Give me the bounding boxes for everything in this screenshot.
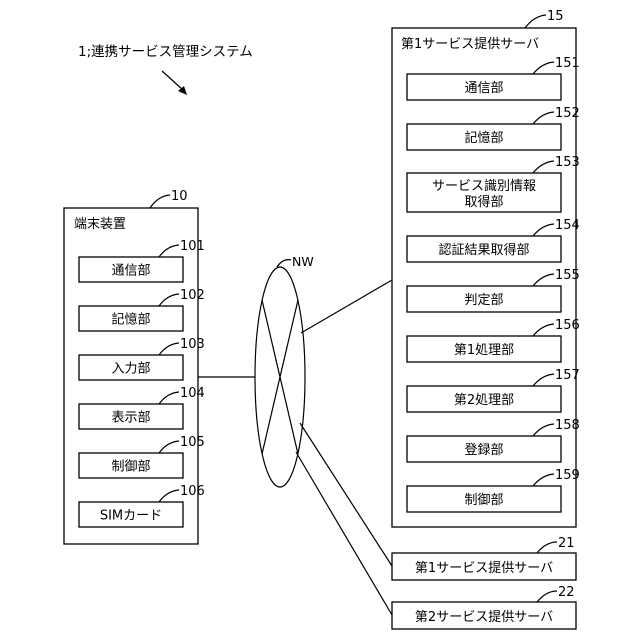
server15-unit-label: 登録部 [464, 443, 503, 458]
network-nw: NW [255, 254, 314, 487]
server-21: 第1サービス提供サーバ 21 [392, 536, 576, 580]
server15-unit-label-line2: 取得部 [464, 194, 503, 210]
server15-unit-ref: 155 [555, 268, 580, 283]
terminal-unit-label: 通信部 [111, 264, 150, 279]
server15-unit-ref: 158 [555, 418, 580, 433]
terminal-unit-ref: 102 [180, 288, 205, 303]
server15-unit-ref: 151 [555, 56, 580, 71]
link-network-server21 [300, 423, 392, 566]
terminal-unit-ref: 103 [180, 337, 205, 352]
server15-unit-label: 記憶部 [464, 130, 503, 146]
server15-unit-label: 通信部 [464, 81, 503, 96]
server15-unit-label: 第2処理部 [454, 393, 514, 408]
server21-ref: 21 [558, 536, 575, 551]
terminal-unit-label: 入力部 [111, 362, 150, 377]
server21-label: 第1サービス提供サーバ [415, 560, 553, 576]
server15-unit-ref: 159 [555, 468, 580, 483]
terminal-unit-label: 記憶部 [111, 312, 150, 328]
terminal-device: 端末装置 10 通信部 101 記憶部 102 入力部 103 表示部 104 制御部 105SI… [64, 189, 205, 544]
server15-unit-label: 第1処理部 [454, 343, 514, 358]
terminal-unit-label: SIMカード [100, 509, 162, 524]
link-network-server15 [301, 280, 392, 333]
server22-ref-leader [537, 591, 557, 602]
network-ref: NW [292, 254, 314, 269]
server15-unit-label: 制御部 [464, 493, 503, 508]
server15-unit-label: 認証結果取得部 [438, 242, 529, 258]
system-label: 1;連携サービス管理システム [78, 44, 253, 60]
terminal-unit-label: 表示部 [111, 411, 150, 426]
server15-unit-ref: 156 [555, 318, 580, 333]
terminal-unit-ref: 101 [180, 239, 205, 254]
server15-unit-label: 判定部 [464, 293, 503, 308]
server-15: 第1サービス提供サーバ 15 通信部 151 記憶部 152 サービス識別情報取得部 15… [392, 9, 580, 527]
terminal-unit-label: 制御部 [111, 460, 150, 475]
terminal-unit-ref: 105 [180, 435, 205, 450]
network-ref-leader [277, 260, 291, 267]
system-pointer-arrow [162, 71, 184, 91]
server-22: 第2サービス提供サーバ 22 [392, 585, 576, 629]
link-network-server22 [296, 452, 392, 615]
server15-unit-ref: 154 [555, 218, 580, 233]
server15-title: 第1サービス提供サーバ [401, 36, 539, 52]
server21-ref-leader [537, 542, 557, 553]
server15-ref: 15 [547, 9, 564, 24]
terminal-ref: 10 [171, 189, 188, 204]
terminal-unit-ref: 104 [180, 386, 205, 401]
server15-unit-ref: 157 [555, 368, 580, 383]
server22-label: 第2サービス提供サーバ [415, 609, 553, 625]
server15-unit-ref: 153 [555, 155, 580, 170]
server15-ref-leader [525, 15, 546, 28]
terminal-ref-leader [150, 195, 170, 208]
server22-ref: 22 [558, 585, 575, 600]
terminal-unit-ref: 106 [180, 484, 205, 499]
terminal-title: 端末装置 [74, 217, 126, 232]
server15-unit-ref: 152 [555, 106, 580, 121]
server15-unit-label: サービス識別情報 [432, 179, 536, 194]
